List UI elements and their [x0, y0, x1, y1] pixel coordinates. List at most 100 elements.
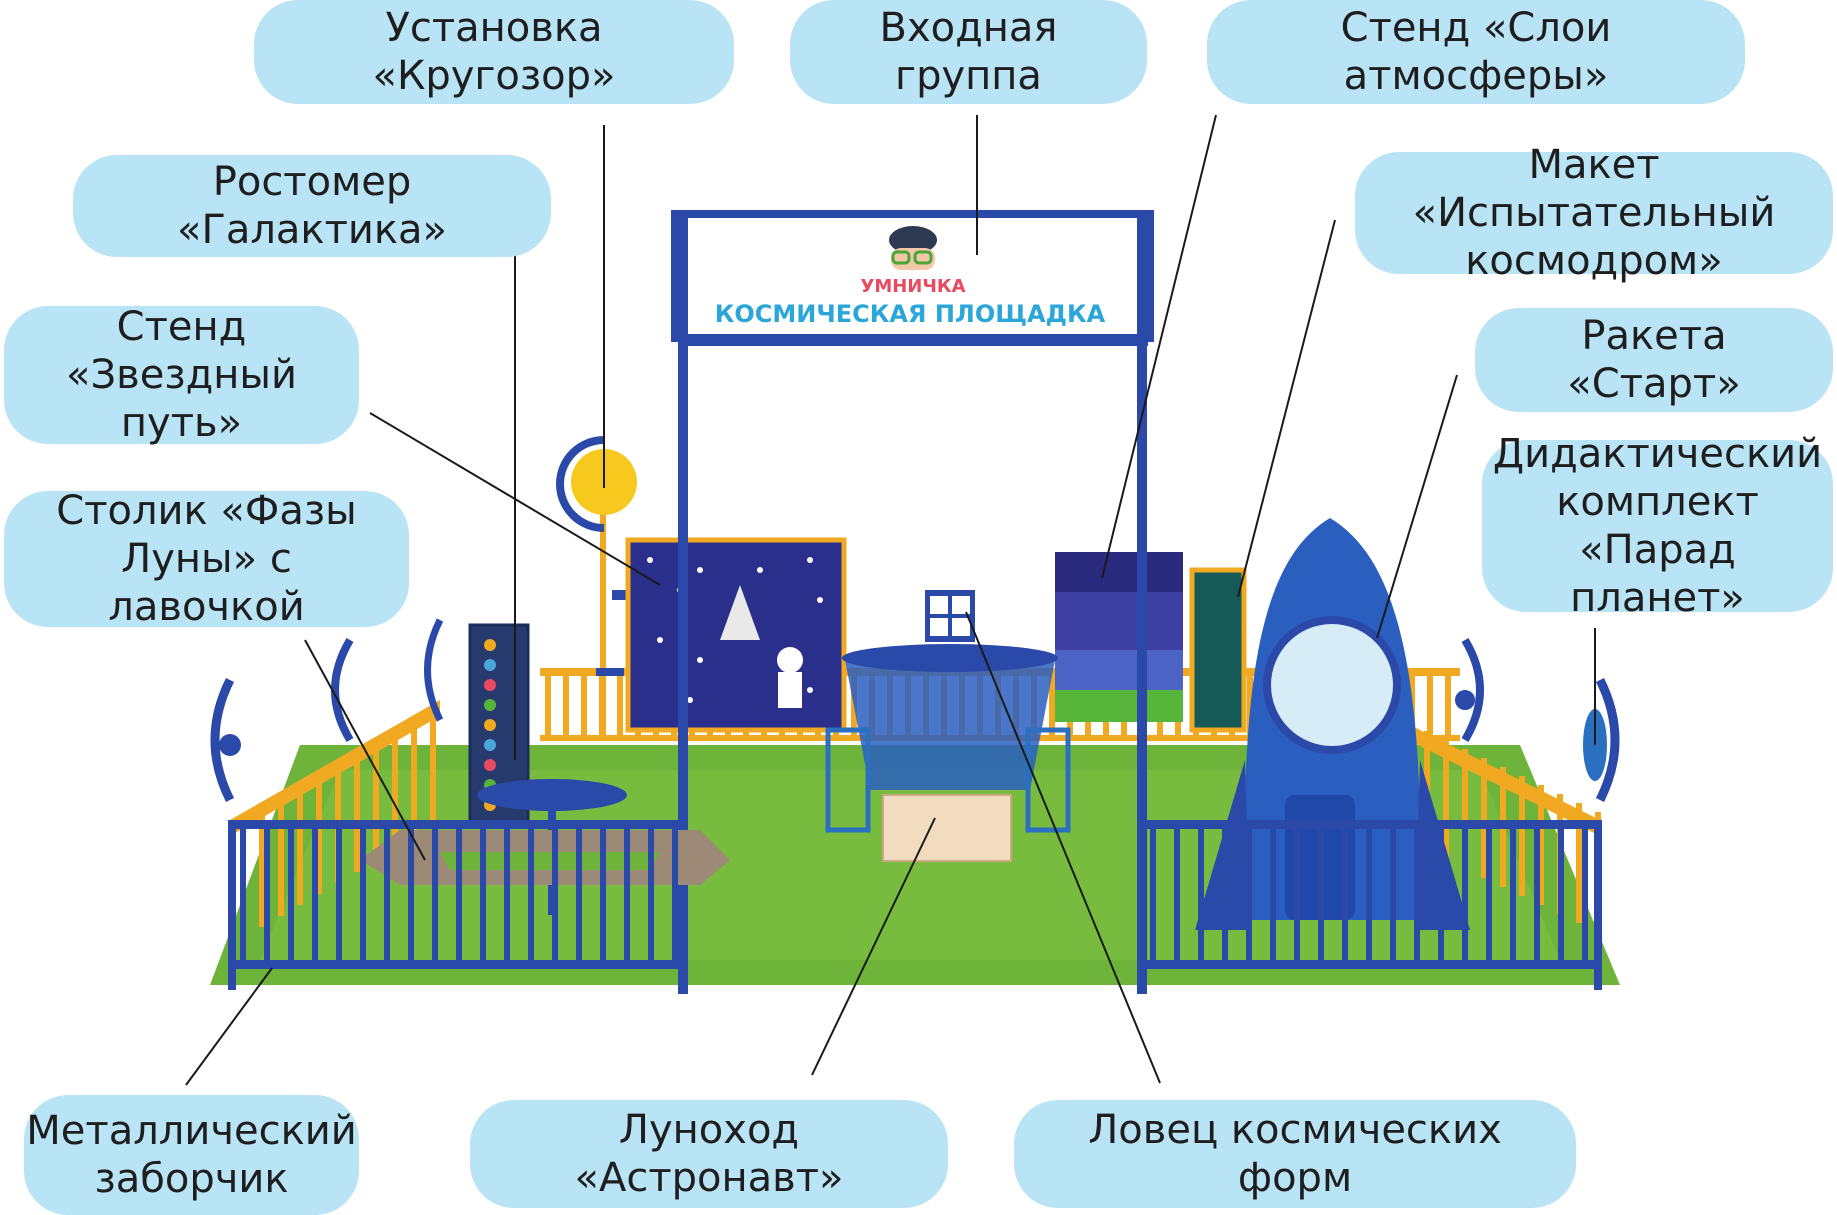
fence-bar: [411, 719, 417, 839]
fence-bar: [648, 820, 654, 968]
fence-bar: [1486, 820, 1492, 968]
callout-atmosphere: Стенд «Слои атмосферы»: [1207, 0, 1745, 104]
sign-brand: УМНИЧКА: [860, 276, 965, 297]
fence-bar: [545, 668, 551, 740]
fence-bar: [1270, 820, 1276, 968]
fence-bar: [1174, 820, 1180, 968]
fence-bar: [1390, 820, 1396, 968]
callout-catcher: Ловец космических форм: [1014, 1100, 1576, 1208]
sun-installation: [556, 436, 637, 740]
callout-entrance: Входная группа: [790, 0, 1147, 104]
callout-star-path: Стенд«Звездный путь»: [4, 304, 359, 446]
fence-bar: [336, 820, 342, 968]
fence-bar: [384, 820, 390, 968]
fence-bar: [1318, 820, 1324, 968]
fence-bar: [408, 820, 414, 968]
fence-bar: [316, 774, 322, 894]
fence-bar: [1222, 820, 1228, 968]
callout-lunokhod: Луноход «Астронавт»: [470, 1100, 948, 1208]
fence-bar: [581, 668, 587, 740]
sign-title: КОСМИЧЕСКАЯ ПЛОЩАДКА: [715, 300, 1106, 328]
fence-bar: [1462, 749, 1468, 869]
fence-bar: [1198, 820, 1204, 968]
atmosphere-stand: [1055, 552, 1183, 722]
fence-bar: [624, 820, 630, 968]
fence-bar: [1534, 820, 1540, 968]
fence-bar: [528, 820, 534, 968]
fence-bar: [1538, 785, 1544, 905]
fence-bar: [1246, 820, 1252, 968]
star: [647, 557, 653, 563]
fence-bar: [600, 820, 606, 968]
fence-bar: [297, 785, 303, 905]
fence-bar: [1342, 820, 1348, 968]
planet-dot: [484, 679, 496, 691]
fence-bar: [1582, 820, 1588, 968]
planet-dot: [484, 739, 496, 751]
fence-bar: [1443, 740, 1449, 860]
planet-dot: [484, 659, 496, 671]
cosmodrome-model: [1189, 567, 1247, 733]
fence-bar: [504, 820, 510, 968]
fence-bar: [1481, 758, 1487, 878]
star: [817, 597, 823, 603]
leader-lines: [185, 114, 1596, 1086]
moon-table: [360, 779, 730, 915]
fence-bar: [480, 820, 486, 968]
fence-bar: [360, 820, 366, 968]
entrance-frame: [671, 210, 1154, 994]
star: [697, 567, 703, 573]
fence-bar: [432, 820, 438, 968]
star-path-stand: [625, 537, 847, 733]
lunokhod: [825, 644, 1071, 862]
fence-bar: [430, 708, 436, 828]
fence-bar: [1294, 820, 1300, 968]
fence-bar: [552, 820, 558, 968]
planet-dot: [484, 759, 496, 771]
star: [687, 697, 693, 703]
fence-bar: [1366, 820, 1372, 968]
fence-bar: [1445, 668, 1451, 740]
fence-bar: [456, 820, 462, 968]
front-fence-left: [236, 820, 684, 969]
fence-bar: [1049, 668, 1055, 740]
fence-bar: [288, 820, 294, 968]
fence-bar: [1438, 820, 1444, 968]
left-fence: [210, 618, 444, 990]
front-fence-right: [1146, 820, 1596, 969]
fence-bar: [1247, 668, 1253, 740]
fence-bar: [264, 820, 270, 968]
fence-bar: [617, 668, 623, 740]
fence-bar: [1558, 820, 1564, 968]
fence-bar: [259, 807, 265, 927]
planet-dot: [484, 719, 496, 731]
planet-dot: [484, 639, 496, 651]
star: [757, 567, 763, 573]
fence-bar: [354, 752, 360, 872]
fence-bar: [312, 820, 318, 968]
star: [807, 687, 813, 693]
fence-bar: [278, 796, 284, 916]
star: [807, 557, 813, 563]
fence-bar: [1510, 820, 1516, 968]
star: [657, 637, 663, 643]
fence-bar: [1150, 820, 1156, 968]
callout-galaxy: Ростомер «Галактика»: [73, 155, 551, 257]
shape-catcher: [925, 590, 975, 642]
fence-bar: [1576, 803, 1582, 923]
fence-bar: [240, 820, 246, 968]
fence-bar: [672, 820, 678, 968]
fence-bar: [576, 820, 582, 968]
star: [697, 657, 703, 663]
callout-rocket: Ракета «Старт»: [1475, 308, 1833, 412]
fence-bar: [1414, 820, 1420, 968]
fence-bar: [392, 730, 398, 850]
callout-krugozor: Установка «Кругозор»: [254, 0, 734, 104]
fence-bar: [1462, 820, 1468, 968]
fence-bar: [1519, 776, 1525, 896]
